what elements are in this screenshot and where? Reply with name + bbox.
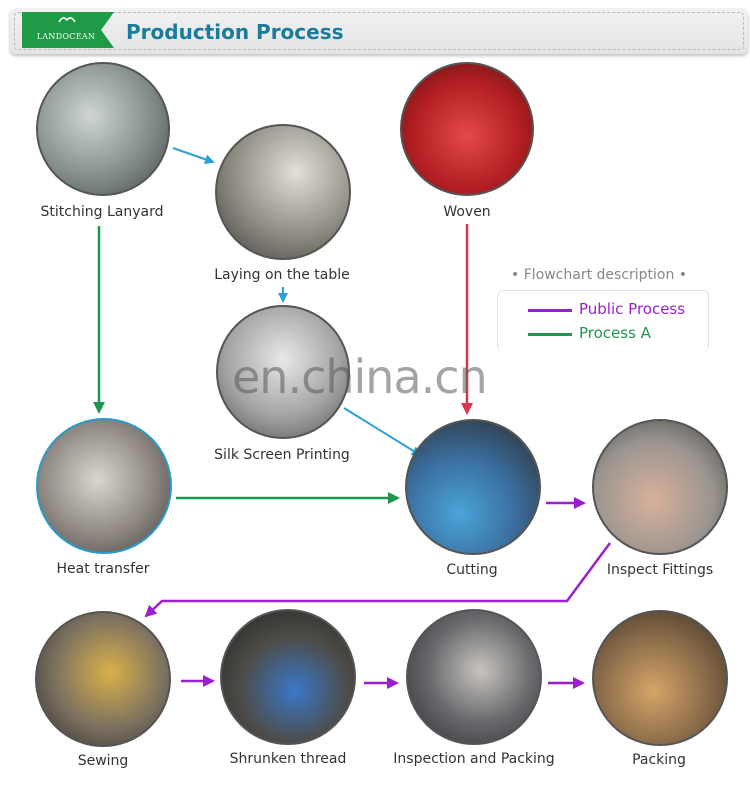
- step-label-shrunken: Shrunken thread: [229, 751, 347, 767]
- step-label-stitching: Stitching Lanyard: [40, 204, 164, 220]
- packing-photo: [592, 610, 728, 746]
- step-label-laying: Laying on the table: [214, 267, 350, 283]
- legend-label-process-a: Process A: [579, 324, 651, 342]
- arrow-inspect-to-sewing: [144, 542, 612, 618]
- sewing-photo: [35, 611, 171, 747]
- step-label-packing: Packing: [632, 752, 686, 768]
- watermark: en.china.cn: [232, 350, 488, 404]
- logo-wave-icon: [58, 17, 76, 23]
- step-label-cutting: Cutting: [446, 562, 498, 578]
- step-label-woven: Woven: [443, 204, 491, 220]
- step-label-inspect: Inspect Fittings: [606, 562, 714, 578]
- step-label-inspection-packing: Inspection and Packing: [393, 751, 555, 767]
- banner-stitch-border: [14, 12, 744, 50]
- brand-logo: LANDOCEAN: [22, 12, 114, 48]
- inspect-fittings-photo: [592, 419, 728, 555]
- header-banner: [10, 8, 748, 54]
- heat-transfer-photo: [36, 418, 172, 554]
- page-title: Production Process: [126, 20, 344, 44]
- step-label-silk: Silk Screen Printing: [214, 447, 350, 463]
- silk-screen-photo: [216, 305, 350, 439]
- brand-name: LANDOCEAN: [36, 32, 96, 41]
- cutting-photo: [405, 419, 541, 555]
- arrow-silk-to-cutting: [343, 407, 422, 457]
- step-label-heat: Heat transfer: [56, 561, 150, 577]
- stitching-lanyard-photo: [36, 62, 170, 196]
- legend-line-public: [528, 309, 572, 312]
- inspection-packing-photo: [406, 609, 542, 745]
- legend-title: • Flowchart description •: [511, 267, 688, 283]
- step-label-sewing: Sewing: [77, 753, 129, 769]
- arrow-stitching-to-laying: [172, 147, 215, 165]
- legend-box: [497, 290, 709, 351]
- legend-label-public: Public Process: [579, 300, 686, 318]
- legend-line-process-a: [528, 333, 572, 336]
- laying-photo: [215, 124, 351, 260]
- woven-photo: [400, 62, 534, 196]
- shrunken-thread-photo: [220, 609, 356, 745]
